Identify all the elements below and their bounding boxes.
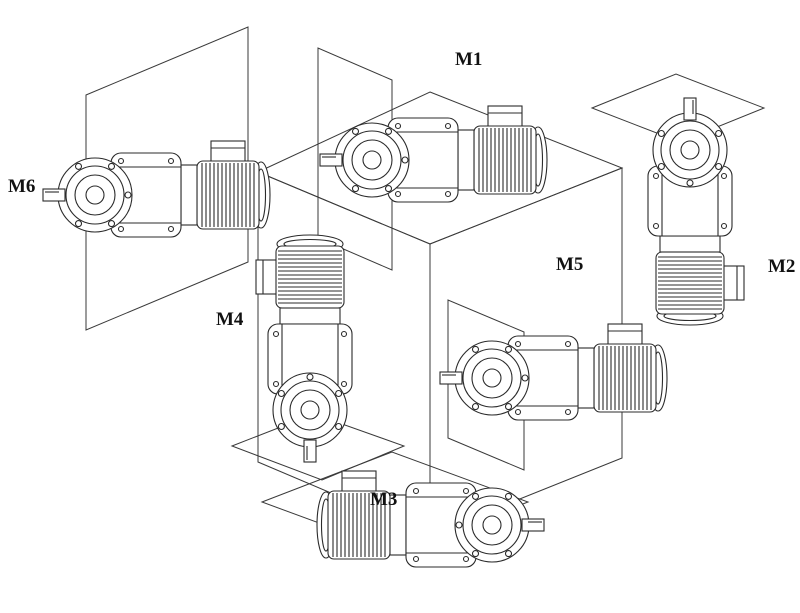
mounting-plane-m5 [447, 299, 525, 471]
mounting-plane-m2 [590, 73, 766, 143]
label-m2: M2 [768, 256, 795, 277]
gearmotor-m2-drawing [647, 97, 745, 326]
gearmotor-m6-drawing [42, 140, 271, 238]
label-m4: M4 [216, 309, 244, 330]
label-m6: M6 [8, 176, 35, 197]
gearmotor-m5-drawing [439, 323, 668, 421]
label-m1: M1 [455, 49, 482, 70]
mounting-plane-m1 [317, 47, 393, 271]
label-m3: M3 [370, 489, 397, 510]
gearmotor-m3-drawing [316, 470, 545, 568]
gearmotor-m1-drawing [319, 105, 548, 203]
label-m5: M5 [556, 254, 583, 275]
mounting-plane-m6 [85, 26, 249, 331]
gearmotor-m4-drawing [255, 234, 353, 463]
